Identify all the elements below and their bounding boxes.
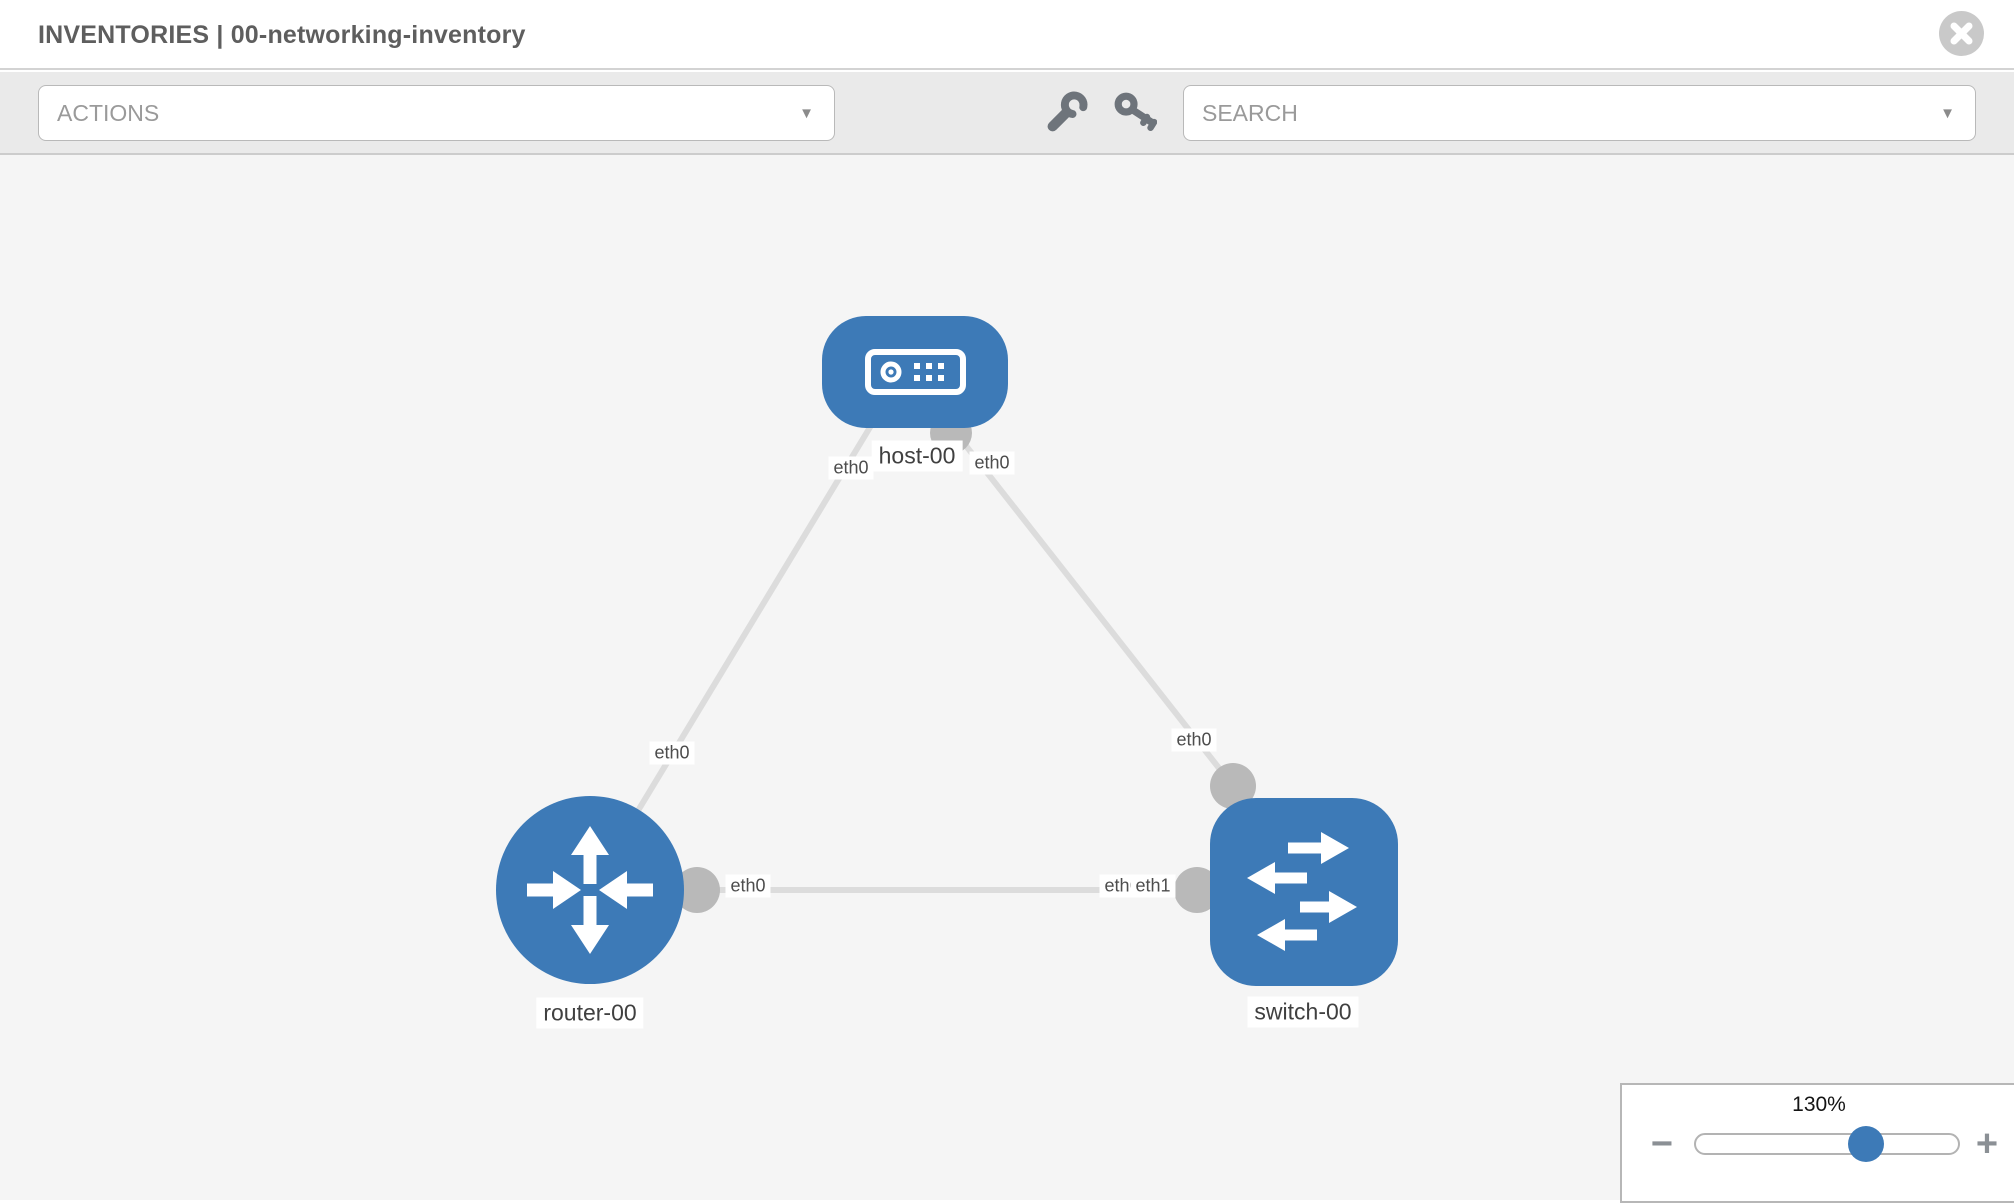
router-icon [527, 826, 653, 954]
page-title: INVENTORIES | 00-networking-inventory [38, 21, 526, 49]
connector-dot [1210, 763, 1256, 809]
port-label: eth0 [828, 456, 874, 480]
node-label-switch-00: switch-00 [1247, 996, 1359, 1028]
zoom-in-button[interactable]: + [1975, 1123, 1999, 1165]
zoom-panel: 130% − + [1620, 1083, 2014, 1203]
node-switch-00[interactable] [1210, 798, 1398, 986]
port-label: eth0 [1171, 728, 1217, 752]
node-label-host-00: host-00 [871, 440, 963, 472]
node-router-00[interactable] [496, 796, 684, 984]
chevron-down-icon: ▼ [1940, 105, 1955, 122]
port-label: eth0 [649, 741, 695, 765]
close-button[interactable] [1939, 11, 1984, 56]
connector-dot [674, 867, 720, 913]
search-dropdown[interactable]: SEARCH ▼ [1183, 85, 1976, 141]
connector-layer [674, 412, 1256, 913]
link-host-switch[interactable] [949, 426, 1236, 788]
zoom-out-button[interactable]: − [1650, 1123, 1674, 1165]
actions-dropdown[interactable]: ACTIONS ▼ [38, 85, 835, 141]
actions-dropdown-label: ACTIONS [57, 100, 160, 126]
close-icon [1950, 22, 1973, 45]
search-dropdown-label: SEARCH [1202, 100, 1298, 126]
key-icon[interactable] [1111, 89, 1157, 135]
topology-canvas[interactable]: host-00 router-00 switch-00 eth0 eth0 et… [0, 155, 2014, 1200]
node-host-00[interactable] [822, 316, 1008, 428]
node-label-router-00: router-00 [536, 997, 644, 1029]
port-label: eth0 [969, 451, 1015, 475]
chevron-down-icon: ▼ [799, 105, 814, 122]
zoom-slider-thumb[interactable] [1848, 1126, 1884, 1162]
zoom-slider-track[interactable] [1694, 1133, 1960, 1155]
port-label: eth0 [725, 874, 771, 898]
wrench-icon[interactable] [1044, 89, 1090, 135]
link-layer [587, 422, 1236, 893]
zoom-level-value: 130% [1792, 1093, 1846, 1116]
host-icon [865, 349, 966, 395]
port-label: eth1 [1130, 874, 1176, 898]
connector-dot [1174, 867, 1220, 913]
header: INVENTORIES | 00-networking-inventory [0, 0, 2014, 70]
toolbar: ACTIONS ▼ SEARCH ▼ [0, 72, 2014, 155]
switch-icon [1247, 832, 1357, 951]
